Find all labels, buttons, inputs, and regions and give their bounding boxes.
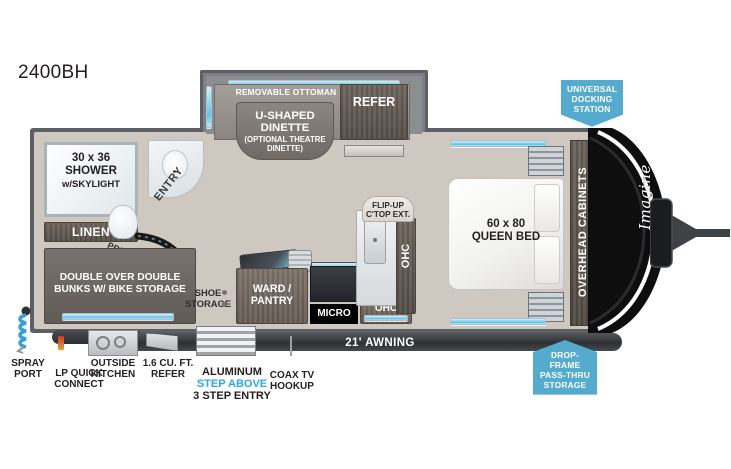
callout-line-2: CONNECT [54, 379, 104, 390]
refrigerator [340, 84, 408, 140]
callout-line-2: HOOKUP [270, 381, 314, 392]
shoe-storage-knob-icon [222, 290, 227, 295]
micro-label: MICRO [317, 308, 351, 319]
page-title: 2400BH [18, 62, 89, 83]
lp-quick-connect-icon [58, 336, 64, 350]
ohc-lower-label: OHC [374, 303, 398, 314]
callout-line-1: ALUMINUM [202, 366, 262, 378]
spray-port-hose-icon [15, 306, 31, 354]
bed-label: 60 x 80 QUEEN BED [448, 218, 564, 244]
slide-out-side-window [206, 86, 212, 128]
range-oven [310, 266, 358, 302]
callout-line-1: OUTSIDE [90, 358, 136, 369]
ward-pantry-label: WARD / PANTRY [250, 283, 294, 308]
awning-label: 21' AWNING [345, 337, 415, 349]
callout-line-2: PORT [14, 369, 42, 380]
hitch-a-frame [650, 198, 730, 268]
ohc-vertical-label: OHC [400, 243, 412, 269]
pillow-icon-1 [534, 184, 560, 232]
dinette-table [236, 102, 334, 160]
bedroom-window-top [450, 140, 546, 147]
callout-line-2: KITCHEN [90, 369, 136, 380]
badge-universal-docking-station: UNIVERSAL DOCKING STATION [561, 80, 623, 127]
bunk-beds [44, 248, 196, 324]
bunk-window [62, 313, 174, 320]
sink-drain-icon [173, 170, 176, 173]
callout-outside-refer: 1.6 CU. FT. REFER [140, 358, 196, 380]
coax-leader-line [290, 336, 292, 356]
toilet-fixture [108, 205, 138, 239]
flip-up-label: FLIP-UP C'TOP EXT. [366, 201, 410, 220]
burner-icon-2 [114, 336, 126, 348]
callout-line-1: LP QUICK [55, 368, 103, 379]
removable-ottoman-label: REMOVABLE OTTOMAN [235, 87, 337, 97]
bed-size: 60 x 80 [486, 218, 526, 230]
dinette-option: (OPTIONAL THEATRE DINETTE) [244, 135, 326, 153]
badge-drop-frame-pass-thru-storage: DROP-FRAME PASS-THRU STORAGE [533, 340, 597, 395]
callout-line-1: SPRAY [11, 358, 45, 369]
shower-feature: w/SKYLIGHT [61, 178, 121, 190]
refer-drawer [344, 145, 404, 157]
shoe-storage-label: SHOE STORAGE [184, 287, 232, 309]
shoe-storage-knob-icon-2 [222, 302, 227, 307]
callout-line-3: 3 STEP ENTRY [193, 390, 271, 403]
pillow-icon-2 [534, 236, 560, 284]
callout-lp-quick-connect: LP QUICK CONNECT [44, 368, 114, 390]
wardrobe-pantry [236, 268, 308, 324]
shower-pan [44, 142, 138, 217]
callout-coax-tv-hookup: COAX TV HOOKUP [262, 370, 322, 392]
bathroom-sink [162, 150, 188, 180]
kitchen-sink-drain-icon [373, 238, 377, 242]
bunks-label: DOUBLE OVER DOUBLE BUNKS W/ BIKE STORAGE [54, 272, 186, 295]
flip-up-countertop-extension [362, 196, 414, 222]
callout-line-2: REFER [151, 369, 185, 380]
shower-size: 30 x 36 [71, 152, 111, 164]
kitchen-window [364, 315, 408, 321]
callout-line-1: 1.6 CU. FT. [142, 358, 194, 369]
nightstand-top [528, 146, 564, 176]
bedroom-window-bottom [450, 318, 546, 325]
callout-line-2: STEP ABOVE [196, 378, 268, 391]
linen-label: LINEN [72, 224, 110, 239]
callout-aluminum-steps: ALUMINUM STEP ABOVE 3 STEP ENTRY [184, 366, 280, 402]
callout-line-1: COAX TV [269, 370, 315, 381]
callout-spray-port: SPRAY PORT [4, 358, 52, 380]
entry-steps [196, 326, 256, 356]
nightstand-bottom [528, 292, 564, 322]
dinette-label: U-SHAPED DINETTE (OPTIONAL THEATRE DINET… [236, 110, 334, 153]
bed-name: QUEEN BED [471, 231, 541, 244]
shower-label: 30 x 36 SHOWER w/SKYLIGHT [44, 152, 138, 191]
shower-name: SHOWER [65, 164, 117, 177]
burner-icon-1 [96, 336, 110, 350]
callout-outside-kitchen: OUTSIDE KITCHEN [82, 358, 144, 380]
microwave [310, 304, 358, 324]
refer-label: REFER [352, 95, 396, 109]
dinette-name: U-SHAPED DINETTE [255, 110, 315, 135]
